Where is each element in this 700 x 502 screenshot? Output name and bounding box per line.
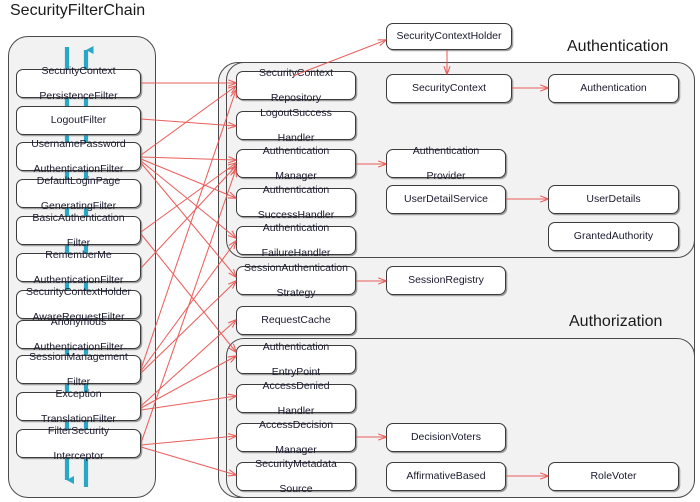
authentication-title: Authentication — [567, 38, 669, 55]
node-line: SecurityMetadata — [255, 457, 337, 470]
node-security-context[interactable]: SecurityContext — [386, 74, 512, 103]
node-line: AccessDenied — [262, 379, 330, 392]
node-line: EntryPoint — [271, 365, 321, 378]
node-line: SecurityContext — [258, 66, 334, 79]
node-line: AccessDecision — [258, 418, 334, 431]
node-granted-authority[interactable]: GrantedAuthority — [548, 222, 679, 251]
node-line: SuccessHandler — [257, 208, 335, 221]
node-line: Authentication — [580, 82, 647, 95]
node-session-registry[interactable]: SessionRegistry — [386, 266, 506, 295]
node-line: TranslationFilter — [41, 412, 116, 425]
node-line: RememberMe — [45, 248, 112, 261]
node-line: Filter — [66, 236, 91, 249]
node-username-password-authentication-filter[interactable]: UsernamePassword AuthenticationFilter — [16, 138, 141, 175]
node-line: Manager — [275, 169, 317, 182]
node-line: AffirmativeBased — [406, 470, 486, 483]
node-anonymous-authentication-filter[interactable]: Anonymous AuthenticationFilter — [16, 316, 141, 353]
node-line: Authentication — [262, 183, 330, 196]
node-line: AuthenticationFilter — [33, 273, 124, 286]
node-authentication-failure-handler[interactable]: Authentication FailureHandler — [236, 222, 356, 259]
node-basic-authentication-filter[interactable]: BasicAuthentication Filter — [16, 212, 141, 249]
node-line: BasicAuthentication — [32, 211, 125, 224]
node-user-details[interactable]: UserDetails — [548, 185, 679, 214]
node-security-metadata-source[interactable]: SecurityMetadata Source — [236, 458, 356, 495]
node-line: Exception — [55, 387, 102, 400]
node-default-login-page-generating-filter[interactable]: DefaultLoginPage GeneratingFilter — [16, 175, 141, 212]
node-line: GeneratingFilter — [40, 199, 117, 212]
node-line: SecurityContext — [411, 82, 487, 95]
node-line: Authentication — [412, 144, 480, 157]
node-authentication-entry-point[interactable]: Authentication EntryPoint — [236, 341, 356, 378]
node-line: Authentication — [262, 340, 330, 353]
node-authentication-success-handler[interactable]: Authentication SuccessHandler — [236, 184, 356, 221]
node-line: SessionRegistry — [408, 274, 484, 287]
node-line: AuthenticationFilter — [33, 162, 124, 175]
node-security-context-persistence-filter[interactable]: SecurityContext PersistenceFilter — [16, 65, 141, 102]
node-line: AuthenticationFilter — [33, 340, 124, 353]
node-affirmative-based[interactable]: AffirmativeBased — [386, 462, 506, 491]
node-access-decision-manager[interactable]: AccessDecision Manager — [236, 419, 356, 456]
node-line: Repository — [270, 91, 322, 104]
node-session-authentication-strategy[interactable]: SessionAuthentication Strategy — [236, 262, 356, 299]
node-line: PersistenceFilter — [39, 89, 118, 102]
node-line: SecurityContextHolder — [25, 285, 132, 298]
node-line: Handler — [277, 404, 315, 417]
node-line: RoleVoter — [590, 470, 637, 483]
node-line: Source — [279, 482, 313, 495]
node-line: AwareRequestFilter — [32, 310, 125, 323]
node-role-voter[interactable]: RoleVoter — [548, 462, 679, 491]
node-line: Anonymous — [50, 315, 107, 328]
node-line: Authentication — [262, 221, 330, 234]
node-access-denied-handler[interactable]: AccessDenied Handler — [236, 380, 356, 417]
node-filter-security-interceptor[interactable]: FilterSecurity Interceptor — [16, 425, 141, 462]
node-security-context-repository[interactable]: SecurityContext Repository — [236, 67, 356, 104]
node-line: Strategy — [276, 286, 316, 299]
node-session-management-filter[interactable]: SessionManagement Filter — [16, 351, 141, 388]
node-line: SecurityContextHolder — [396, 30, 502, 43]
node-authentication[interactable]: Authentication — [548, 74, 679, 103]
node-request-cache[interactable]: RequestCache — [236, 306, 356, 335]
node-line: SessionManagement — [29, 350, 128, 363]
node-line: UserDetailService — [403, 193, 489, 206]
node-exception-translation-filter[interactable]: Exception TranslationFilter — [16, 388, 141, 425]
node-decision-voters[interactable]: DecisionVoters — [386, 423, 506, 452]
securityfilterchain-title: SecurityFilterChain — [10, 2, 146, 19]
node-line: SessionAuthentication — [244, 261, 348, 274]
node-remember-me-authentication-filter[interactable]: RememberMe AuthenticationFilter — [16, 249, 141, 286]
node-line: Interceptor — [53, 449, 104, 462]
node-line: Provider — [426, 169, 466, 182]
node-line: LogoutFilter — [50, 114, 107, 127]
node-authentication-manager[interactable]: Authentication Manager — [236, 145, 356, 182]
node-logout-filter[interactable]: LogoutFilter — [16, 106, 141, 135]
node-line: Handler — [277, 131, 315, 144]
node-logout-success-handler[interactable]: LogoutSuccess Handler — [236, 107, 356, 144]
authorization-title: Authorization — [569, 313, 663, 330]
node-line: LogoutSuccess — [260, 106, 332, 119]
node-security-context-holder[interactable]: SecurityContextHolder — [386, 23, 512, 50]
node-authentication-provider[interactable]: Authentication Provider — [386, 145, 506, 182]
node-line: DecisionVoters — [410, 431, 482, 444]
node-line: FailureHandler — [261, 246, 331, 259]
node-line: UserDetails — [586, 193, 641, 206]
node-user-detail-service[interactable]: UserDetailService — [386, 185, 506, 214]
node-line: SecurityContext — [41, 64, 116, 77]
node-line: DefaultLoginPage — [36, 174, 121, 187]
node-line: GrantedAuthority — [573, 230, 654, 243]
node-line: Filter — [66, 375, 91, 388]
node-line: Authentication — [262, 144, 330, 157]
node-line: RequestCache — [261, 314, 331, 327]
node-line: UsernamePassword — [31, 137, 126, 150]
node-line: Manager — [275, 443, 317, 456]
node-line: FilterSecurity — [47, 424, 110, 437]
node-security-context-holder-aware-request-filter[interactable]: SecurityContextHolder AwareRequestFilter — [16, 286, 141, 323]
